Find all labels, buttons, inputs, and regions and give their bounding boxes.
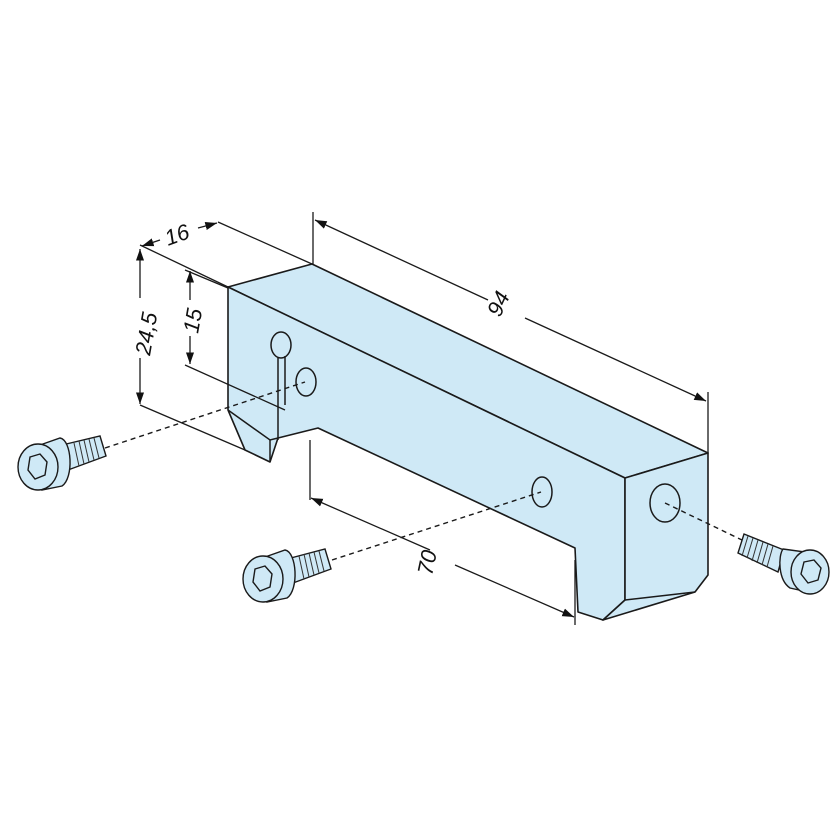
axis-line-2	[331, 491, 542, 561]
side-hole-2	[531, 476, 553, 508]
keyhole-icon	[270, 331, 292, 359]
dimension-label-hole-height: 15	[178, 306, 207, 335]
dimension-label-hole-spacing: 70	[412, 547, 442, 577]
dimension-hole-spacing: 70	[309, 440, 576, 625]
dimension-label-length: 94	[482, 287, 515, 320]
chamfer-edge	[624, 591, 696, 601]
hex-socket-icon	[252, 565, 273, 592]
side-hole-1	[295, 367, 317, 397]
dimension-label-height: 24,5	[130, 310, 162, 358]
screw-right	[737, 533, 830, 595]
dimension-hole-height: 15	[178, 269, 286, 411]
dimension-label-width: 16	[161, 219, 193, 251]
hex-socket-icon	[800, 559, 822, 584]
screw-left	[17, 435, 107, 491]
axis-line-1	[104, 381, 306, 449]
bar-part	[227, 263, 709, 621]
hex-socket-icon	[27, 453, 48, 480]
screw-center	[242, 548, 332, 603]
